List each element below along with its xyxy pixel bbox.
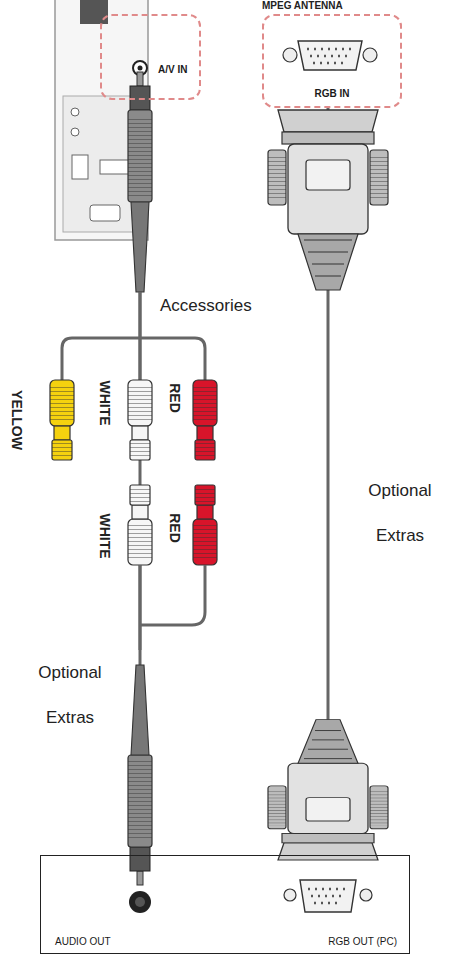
plug-color: WHITE [98,513,112,558]
cable-note: Accessories [160,296,252,316]
port-label: AUDIO OUT [55,936,111,948]
plug-color: YELLOW [10,390,24,450]
port-label: RGB IN [315,88,350,100]
plug-color: WHITE [98,380,112,425]
input-port-highlight: RGB IN [262,14,402,108]
cable-note: Optional Extras [20,650,120,740]
connector-name: MPEG ANTENNA [262,0,343,12]
source-device-panel: AUDIO OUT RGB OUT (PC) [40,855,410,954]
plug-color: RED [168,383,182,413]
port-label: RGB OUT (PC) [328,936,397,948]
cable-note: Optional Extras [350,468,450,558]
port-label: A/V IN [158,64,187,76]
input-port-highlight: A/V IN [100,14,201,100]
plug-color: RED [168,513,182,543]
